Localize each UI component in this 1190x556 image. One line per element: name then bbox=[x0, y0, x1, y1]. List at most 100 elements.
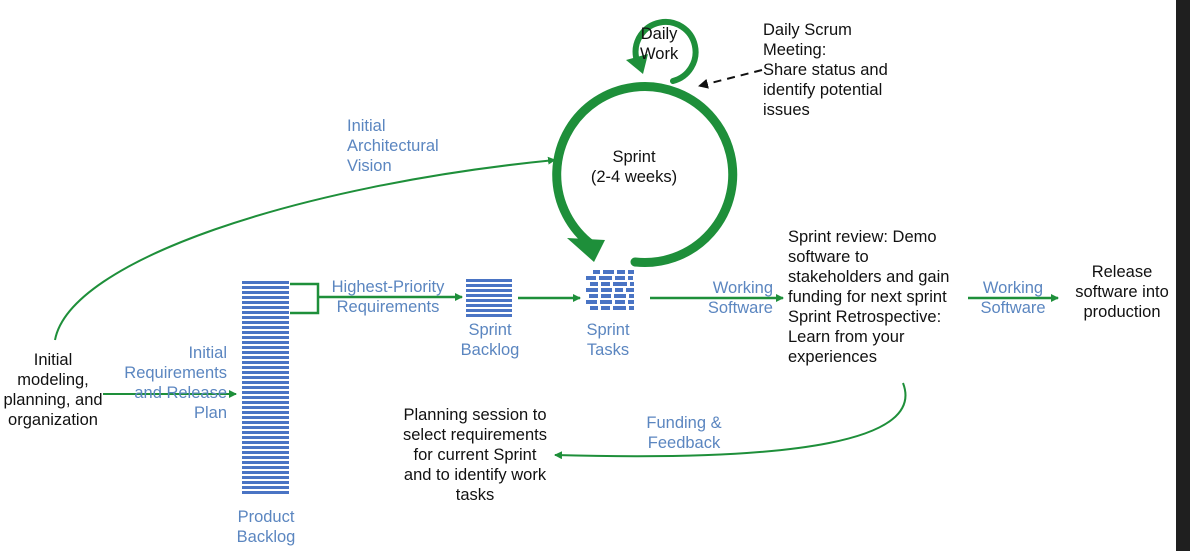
sprint-backlog-item bbox=[466, 294, 512, 297]
sprint-task-brick bbox=[615, 300, 625, 304]
sprint-task-brick bbox=[593, 270, 600, 274]
sprint-backlog-item bbox=[466, 289, 512, 292]
sprint-task-brick bbox=[628, 270, 634, 274]
sprint-task-brick bbox=[615, 276, 625, 280]
product-backlog-item bbox=[242, 321, 289, 324]
product-backlog-item bbox=[242, 406, 289, 409]
sprint-backlog-item bbox=[466, 284, 512, 287]
sprint-task-brick bbox=[599, 276, 612, 280]
sprint-task-brick bbox=[630, 282, 634, 286]
product-backlog-item bbox=[242, 281, 289, 284]
sprint-backlog-item bbox=[466, 299, 512, 302]
product-backlog-item bbox=[242, 476, 289, 479]
sprint-task-brick bbox=[590, 306, 598, 310]
funding-feedback-arrow bbox=[554, 382, 907, 460]
daily-scrum-dashed-arrow bbox=[698, 69, 763, 89]
sprint-backlog-item bbox=[466, 279, 512, 282]
product-backlog-item bbox=[242, 471, 289, 474]
product-backlog-item bbox=[242, 491, 289, 494]
product-backlog-item bbox=[242, 331, 289, 334]
highest-priority-label: Highest-Priority Requirements bbox=[331, 278, 445, 316]
sprint-task-brick bbox=[601, 288, 612, 292]
product-backlog-item bbox=[242, 451, 289, 454]
product-backlog-item bbox=[242, 346, 289, 349]
sprint-backlog-stack bbox=[466, 279, 512, 317]
sprint-task-brick bbox=[626, 288, 634, 292]
product-backlog-item bbox=[242, 446, 289, 449]
working-software-label-1: Working Software bbox=[707, 279, 773, 317]
daily-work-loop bbox=[632, 18, 699, 84]
sprint-task-brick bbox=[586, 276, 596, 280]
daily-scrum-label: Daily Scrum Meeting: Share status and id… bbox=[763, 21, 888, 119]
sprint-cycle-arrowhead bbox=[567, 238, 605, 262]
architectural-vision-arrow bbox=[54, 156, 556, 341]
product-backlog-item bbox=[242, 461, 289, 464]
sprint-task-brick bbox=[589, 294, 598, 298]
working-software-label-2: Working Software bbox=[980, 279, 1046, 317]
product-backlog-item bbox=[242, 426, 289, 429]
initial-modeling-label: Initial modeling, planning, and organiza… bbox=[3, 351, 103, 429]
sprint-task-brick bbox=[629, 306, 634, 310]
product-backlog-item bbox=[242, 416, 289, 419]
sprint-task-brick bbox=[586, 300, 597, 304]
product-backlog-item bbox=[242, 366, 289, 369]
product-backlog-item bbox=[242, 411, 289, 414]
product-backlog-item bbox=[242, 386, 289, 389]
product-backlog-item bbox=[242, 286, 289, 289]
product-backlog-item bbox=[242, 306, 289, 309]
sprint-task-brick bbox=[628, 276, 633, 280]
product-backlog-item bbox=[242, 301, 289, 304]
funding-feedback-label: Funding & Feedback bbox=[646, 414, 722, 452]
sprint-task-brick bbox=[613, 306, 626, 310]
sprint-backlog-item bbox=[466, 314, 512, 317]
product-backlog-label: Product Backlog bbox=[236, 508, 296, 546]
sprint-backlog-item bbox=[466, 304, 512, 307]
sprint-tasks-label: Sprint Tasks bbox=[586, 321, 630, 359]
product-backlog-item bbox=[242, 341, 289, 344]
sprint-cycle-loop bbox=[552, 82, 738, 268]
sprint-task-brick bbox=[614, 294, 626, 298]
product-backlog-item bbox=[242, 436, 289, 439]
sprint-task-brick bbox=[601, 294, 611, 298]
product-backlog-item bbox=[242, 376, 289, 379]
initial-requirements-label: Initial Requirements and Release Plan bbox=[124, 344, 227, 422]
architectural-vision-label: Initial Architectural Vision bbox=[347, 117, 439, 175]
planning-session-label: Planning session to select requirements … bbox=[403, 406, 547, 504]
product-backlog-item bbox=[242, 456, 289, 459]
sprint-task-brick bbox=[586, 288, 598, 292]
product-backlog-item bbox=[242, 356, 289, 359]
product-backlog-item bbox=[242, 441, 289, 444]
sprint-task-brick bbox=[615, 288, 623, 292]
product-backlog-item bbox=[242, 336, 289, 339]
daily-work-label: Daily Work bbox=[640, 25, 679, 63]
sprint-task-brick bbox=[628, 300, 634, 304]
product-backlog-item bbox=[242, 296, 289, 299]
product-backlog-item bbox=[242, 481, 289, 484]
sprint-review-label: Sprint review: Demo software to stakehol… bbox=[788, 228, 950, 366]
highest-priority-bracket bbox=[290, 282, 320, 315]
product-backlog-item bbox=[242, 351, 289, 354]
sprint-tasks-bricks bbox=[586, 270, 634, 310]
sprint-task-brick bbox=[590, 282, 598, 286]
sprint-backlog-label: Sprint Backlog bbox=[460, 321, 520, 359]
product-backlog-item bbox=[242, 396, 289, 399]
product-backlog-item bbox=[242, 291, 289, 294]
product-backlog-item bbox=[242, 401, 289, 404]
product-backlog-item bbox=[242, 466, 289, 469]
product-backlog-item bbox=[242, 316, 289, 319]
sprint-task-brick bbox=[613, 282, 627, 286]
product-backlog-item bbox=[242, 381, 289, 384]
sprint-task-brick bbox=[601, 282, 610, 286]
release-label: Release software into production bbox=[1075, 263, 1169, 321]
product-backlog-stack bbox=[242, 281, 289, 494]
sprint-task-brick bbox=[629, 294, 634, 298]
product-backlog-item bbox=[242, 326, 289, 329]
product-backlog-item bbox=[242, 421, 289, 424]
product-backlog-item bbox=[242, 431, 289, 434]
sprint-task-brick bbox=[603, 270, 614, 274]
product-backlog-item bbox=[242, 391, 289, 394]
sprint-task-brick bbox=[600, 300, 612, 304]
daily-work-arrowhead bbox=[626, 54, 648, 74]
